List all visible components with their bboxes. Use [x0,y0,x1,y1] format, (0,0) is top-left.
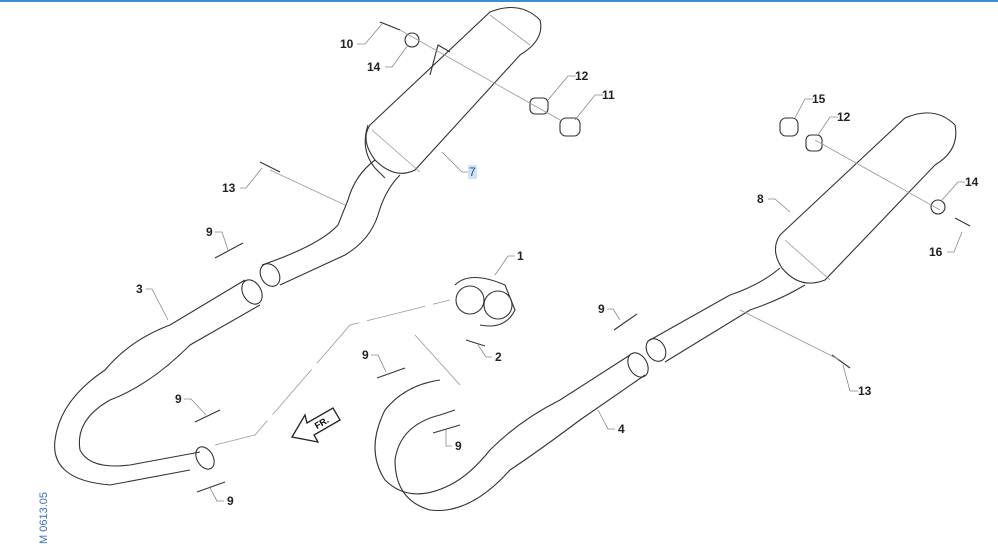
callout-9[interactable]: 9 [362,348,369,362]
callout-4[interactable]: 4 [618,422,625,436]
callout-3[interactable]: 3 [136,282,143,296]
leader-lines [146,23,965,502]
callout-16[interactable]: 16 [929,245,943,259]
callout-15[interactable]: 15 [812,92,826,106]
clamp-1[interactable] [454,276,516,327]
muffler-8[interactable] [642,112,957,365]
header-pipe-3[interactable] [54,276,267,486]
top-border [0,0,998,2]
drawing-code: M 0613.05 [38,492,50,544]
callout-12[interactable]: 12 [837,110,851,124]
callout-13[interactable]: 13 [222,181,236,195]
callout-14[interactable]: 14 [965,175,979,189]
callout-1[interactable]: 1 [517,249,524,263]
callout-12[interactable]: 12 [575,69,589,83]
callout-2[interactable]: 2 [495,350,502,364]
callout-13[interactable]: 13 [858,384,872,398]
callout-8[interactable]: 8 [757,192,764,206]
assembly-lines [214,29,941,446]
front-direction-arrow: FR. [290,407,341,443]
callout-10[interactable]: 10 [340,37,354,51]
callout-11[interactable]: 11 [602,88,615,102]
callout-7-selected[interactable]: 7 [468,165,477,179]
callout-9[interactable]: 9 [206,225,213,239]
callout-9[interactable]: 9 [598,302,605,316]
callout-9[interactable]: 9 [227,494,234,508]
callout-14[interactable]: 14 [367,60,381,74]
small-parts [194,21,971,493]
callout-9[interactable]: 9 [455,439,462,453]
muffler-7[interactable] [256,6,542,290]
header-pipe-4[interactable] [374,349,652,512]
callout-9[interactable]: 9 [175,392,182,406]
